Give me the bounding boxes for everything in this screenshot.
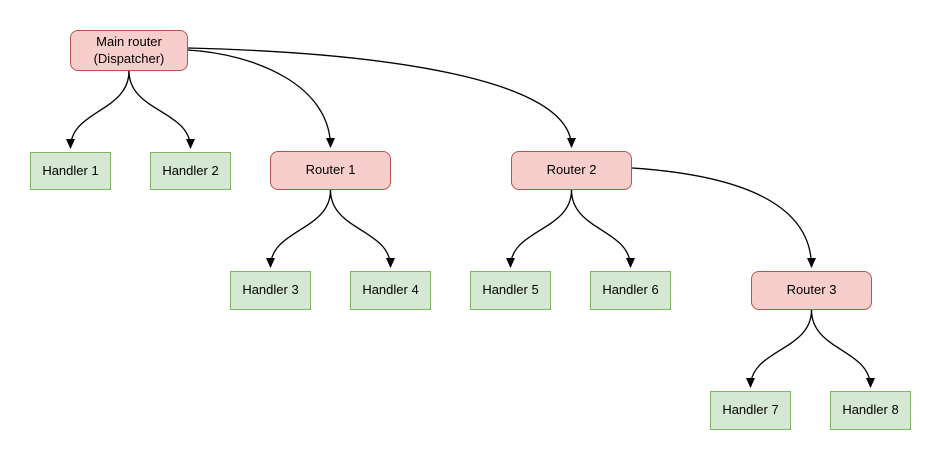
node-router-1-label: Router 1 bbox=[305, 162, 356, 178]
node-router-2-label: Router 2 bbox=[546, 162, 597, 178]
node-handler-1: Handler 1 bbox=[30, 152, 111, 190]
edge-router-2-to-handler-6 bbox=[570, 189, 635, 268]
edge-main-router-to-handler-1 bbox=[66, 70, 130, 149]
node-handler-8-label: Handler 8 bbox=[842, 402, 899, 418]
node-handler-8: Handler 8 bbox=[830, 391, 911, 430]
node-handler-4-label: Handler 4 bbox=[362, 282, 419, 298]
edge-router-2-to-router-3 bbox=[631, 167, 816, 268]
node-handler-3: Handler 3 bbox=[230, 271, 311, 310]
node-handler-5: Handler 5 bbox=[470, 271, 551, 310]
node-router-1: Router 1 bbox=[270, 151, 391, 190]
node-router-3-label: Router 3 bbox=[786, 282, 837, 298]
edge-router-2-to-handler-5 bbox=[506, 189, 573, 268]
edge-router-1-to-handler-3 bbox=[266, 189, 332, 268]
edge-router-3-to-handler-7 bbox=[746, 309, 813, 388]
node-main-router: Main router (Dispatcher) bbox=[70, 30, 188, 71]
node-handler-3-label: Handler 3 bbox=[242, 282, 299, 298]
edge-main-router-to-router-1 bbox=[187, 49, 335, 148]
node-handler-7: Handler 7 bbox=[710, 391, 791, 430]
node-handler-4: Handler 4 bbox=[350, 271, 431, 310]
node-router-2: Router 2 bbox=[511, 151, 632, 190]
edge-main-router-to-router-2 bbox=[187, 47, 576, 148]
edge-router-3-to-handler-8 bbox=[810, 309, 875, 388]
edge-router-1-to-handler-4 bbox=[329, 189, 395, 268]
node-handler-1-label: Handler 1 bbox=[42, 162, 99, 178]
node-handler-2: Handler 2 bbox=[150, 152, 231, 190]
node-handler-7-label: Handler 7 bbox=[722, 402, 779, 418]
node-handler-2-label: Handler 2 bbox=[162, 162, 219, 178]
node-handler-6: Handler 6 bbox=[590, 271, 671, 310]
node-handler-5-label: Handler 5 bbox=[482, 282, 539, 298]
node-handler-6-label: Handler 6 bbox=[602, 282, 659, 298]
node-router-3: Router 3 bbox=[751, 271, 872, 310]
edge-main-router-to-handler-2 bbox=[128, 70, 195, 149]
node-main-router-label: Main router (Dispatcher) bbox=[93, 34, 165, 66]
